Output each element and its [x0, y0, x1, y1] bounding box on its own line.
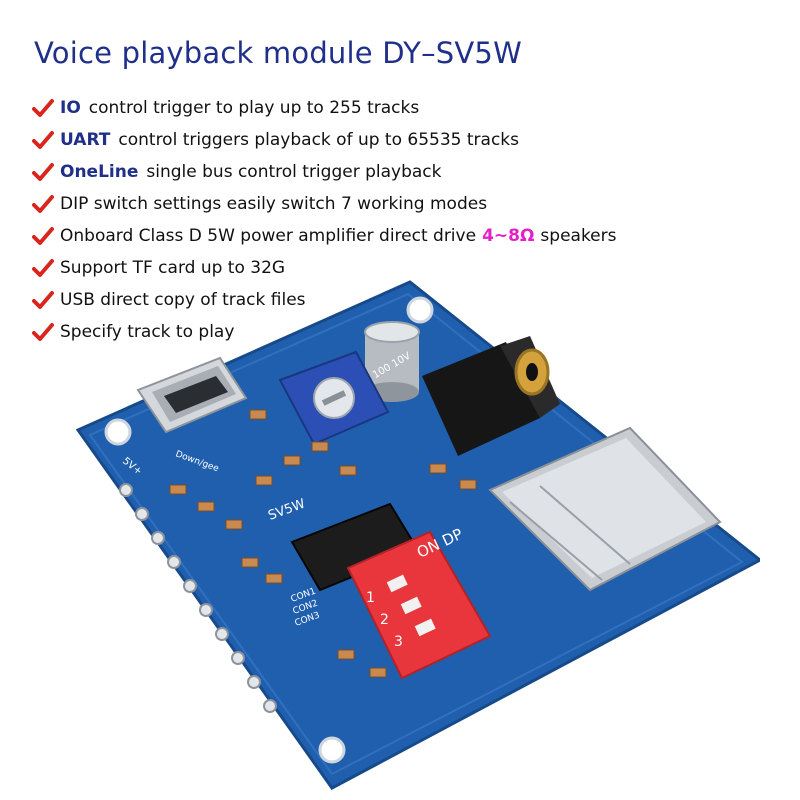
tf-card-slot: [488, 426, 722, 592]
dip-number: 2: [380, 612, 389, 628]
header-pins: [119, 483, 277, 713]
dip-number: 1: [366, 590, 375, 606]
capacitor: 100 10V: [364, 321, 420, 402]
feature-keyword: IO: [60, 98, 81, 118]
page-title: Voice playback module DY–SV5W: [34, 36, 522, 70]
feature-item: Specify track to play: [32, 316, 617, 348]
feature-item: IO control trigger to play up to 255 tra…: [32, 92, 617, 124]
dip-number: 3: [394, 634, 403, 650]
feature-text: USB direct copy of track files: [60, 290, 306, 310]
audio-jack: [422, 336, 560, 456]
check-icon: [32, 323, 54, 341]
feature-highlight: 4~8Ω: [482, 226, 535, 246]
feature-text: Onboard Class D 5W power amplifier direc…: [60, 226, 477, 246]
check-icon: [32, 195, 54, 213]
feature-keyword: OneLine: [60, 162, 139, 182]
feature-text: single bus control trigger playback: [146, 162, 442, 182]
check-icon: [32, 131, 54, 149]
feature-item: USB direct copy of track files: [32, 284, 617, 316]
pcb-module-photo: 100 10V SV5W: [75, 280, 760, 790]
feature-text: control trigger to play up to 255 tracks: [88, 98, 420, 118]
feature-text: Support TF card up to 32G: [60, 258, 286, 278]
mounting-hole: [406, 296, 434, 324]
feature-keyword: UART: [60, 130, 111, 150]
potentiometer: [278, 350, 390, 446]
check-icon: [32, 163, 54, 181]
mounting-hole: [104, 418, 132, 446]
feature-item: OneLine single bus control trigger playb…: [32, 156, 617, 188]
feature-text: control triggers playback of up to 65535…: [118, 130, 520, 150]
check-icon: [32, 99, 54, 117]
feature-text: DIP switch settings easily switch 7 work…: [60, 194, 488, 214]
feature-item: UART control triggers playback of up to …: [32, 124, 617, 156]
smd-components: [169, 409, 477, 678]
feature-item: Support TF card up to 32G: [32, 252, 617, 284]
pcb-board: [75, 280, 760, 790]
feature-suffix: speakers: [540, 226, 617, 246]
feature-text: Specify track to play: [60, 322, 235, 342]
check-icon: [32, 259, 54, 277]
check-icon: [32, 291, 54, 309]
feature-list: IO control trigger to play up to 255 tra…: [32, 92, 617, 348]
feature-item: Onboard Class D 5W power amplifier direc…: [32, 220, 617, 252]
feature-item: DIP switch settings easily switch 7 work…: [32, 188, 617, 220]
usb-port: [136, 356, 248, 434]
check-icon: [32, 227, 54, 245]
mounting-hole: [318, 736, 346, 764]
